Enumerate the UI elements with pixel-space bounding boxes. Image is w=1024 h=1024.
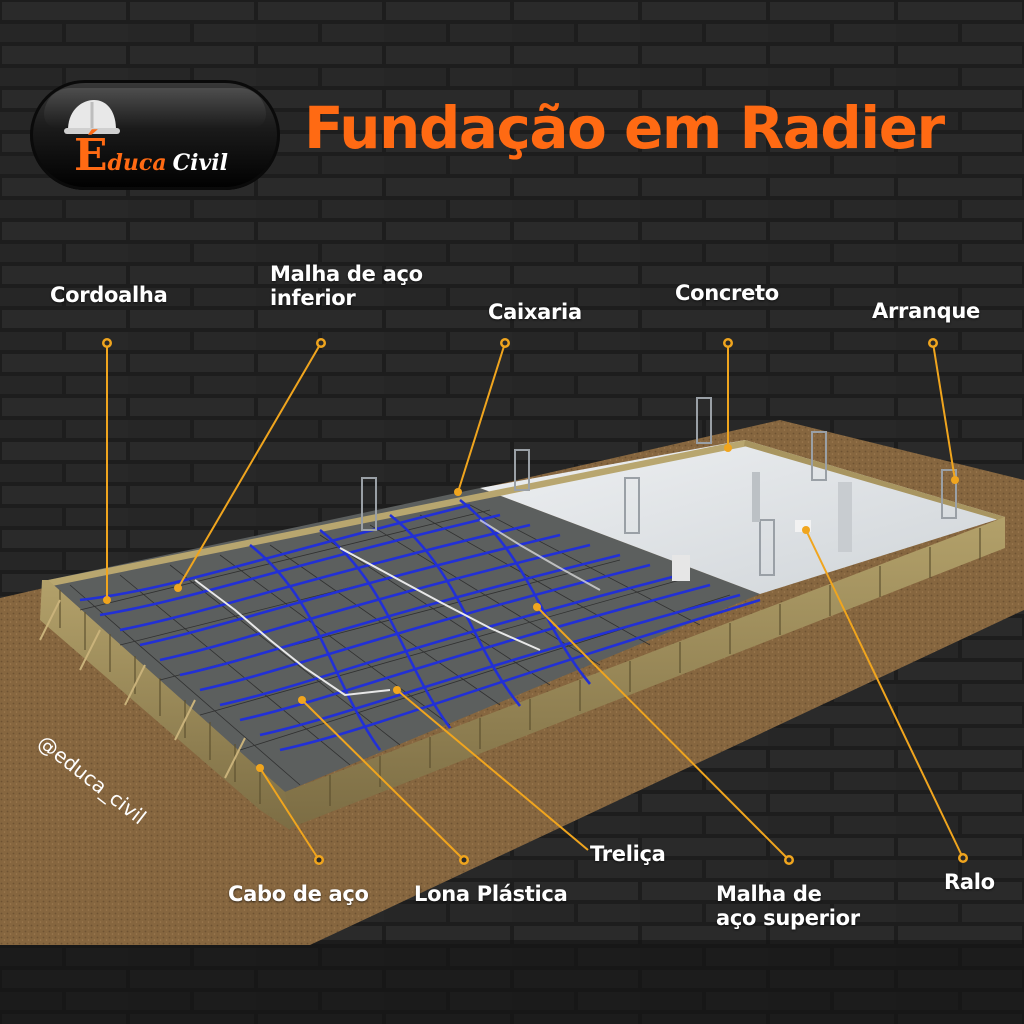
- label-malha-inferior-line2: inferior: [270, 286, 356, 310]
- logo-letter: É: [74, 130, 108, 181]
- formwork-right-side: [285, 517, 1005, 828]
- hard-hat-icon: [64, 100, 120, 134]
- label-concreto: Concreto: [675, 281, 779, 305]
- formwork-left: [40, 580, 290, 830]
- leader-lines: [106, 342, 964, 861]
- label-malha-superior: Malha de aço superior: [716, 882, 860, 930]
- label-malha-inferior-line1: Malha de aço: [270, 262, 423, 286]
- logo-word-educa: duca: [107, 150, 167, 176]
- pipe-box: [672, 555, 690, 581]
- label-lona-plastica: Lona Plástica: [414, 882, 568, 906]
- formwork-back: [48, 440, 748, 586]
- label-malha-superior-line1: Malha de: [716, 882, 822, 906]
- label-arranque: Arranque: [872, 299, 980, 323]
- label-cordoalha: Cordoalha: [50, 283, 168, 307]
- label-trelica: Treliça: [590, 842, 666, 866]
- label-malha-inferior: Malha de aço inferior: [270, 262, 423, 310]
- label-cabo-de-aco: Cabo de aço: [228, 882, 369, 906]
- leader-endpoint-holes: [104, 340, 966, 863]
- label-caixaria: Caixaria: [488, 300, 582, 324]
- bottom-shade: [0, 940, 1024, 1024]
- pipe: [838, 482, 852, 552]
- page-title: Fundação em Radier: [304, 94, 945, 162]
- steel-mesh-lower: [69, 504, 731, 786]
- logo-word-civil: Civil: [172, 150, 228, 176]
- formwork-braces: [39, 599, 246, 779]
- rebar-starters: [361, 397, 957, 576]
- pipe-small: [752, 472, 760, 522]
- formwork-boards: [59, 528, 981, 806]
- formwork-back-right: [744, 440, 1005, 521]
- label-malha-superior-line2: aço superior: [716, 906, 860, 930]
- tendons: [79, 498, 761, 752]
- trusses: [194, 519, 601, 697]
- label-ralo: Ralo: [944, 870, 995, 894]
